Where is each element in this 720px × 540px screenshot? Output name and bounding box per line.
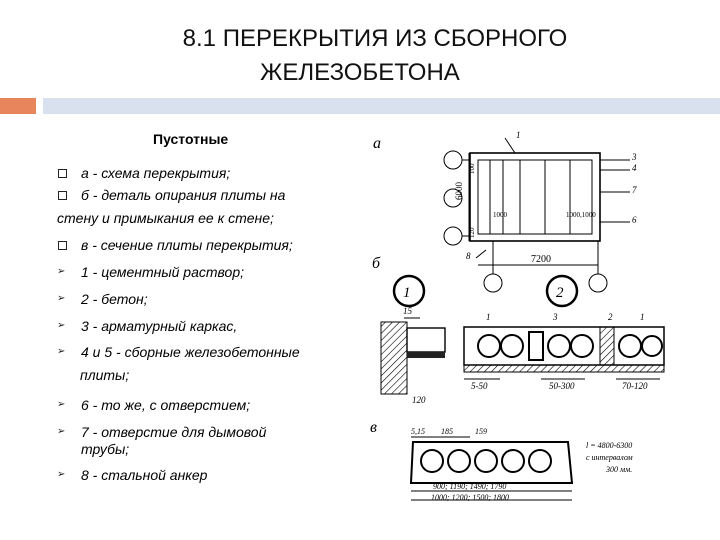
list-item-text: 7 - отверстие для дымовой: [81, 424, 267, 440]
list-item-text: 4 и 5 - сборные железобетонные: [81, 344, 300, 360]
plan-dim-side-bottom: 120: [468, 227, 476, 238]
list-item-continuation: плиты;: [80, 367, 130, 383]
figure-label-v: в: [370, 419, 377, 436]
square-bullet-icon: [57, 166, 69, 180]
detail-circle-2: 2: [545, 274, 579, 308]
svg-text:2: 2: [556, 285, 564, 301]
detail-num-1a: 1: [486, 312, 491, 322]
list-item-continuation: стену и примыкания ее к стене;: [57, 210, 274, 226]
list-item-text: 2 - бетон;: [81, 291, 148, 307]
plan-callout-4: 4: [632, 163, 637, 173]
arrow-bullet-icon: [57, 265, 69, 279]
slide-subtitle: Пустотные: [153, 131, 229, 147]
plan-dim-width: 7200: [531, 254, 551, 265]
detail-dim-50-300: 50-300: [549, 381, 575, 391]
figure-label-a: а: [373, 135, 381, 152]
accent-bar-orange: [0, 98, 36, 114]
arrow-bullet-icon: [57, 292, 69, 306]
list-item-text: 3 - арматурный каркас,: [81, 318, 238, 334]
square-bullet-icon: [57, 188, 69, 202]
section-note-line3: 300 мм.: [605, 465, 632, 474]
list-item-text: б - деталь опирания плиты на: [81, 187, 286, 203]
section-dim-159: 159: [475, 427, 487, 436]
plan-dim-height: 6000: [454, 182, 464, 201]
square-bullet-icon: [57, 238, 69, 252]
section-dim-5-15: 5,15: [411, 427, 425, 436]
section-note-line1: l = 4800-6300: [586, 441, 632, 450]
section-width-top: 900; 1190; 1490; 1790: [433, 482, 506, 491]
arrow-bullet-icon: [57, 425, 69, 439]
detail-num-2: 2: [608, 312, 613, 322]
list-item-continuation: трубы;: [81, 441, 130, 457]
plan-dim-right-small: 1000,1000: [566, 211, 596, 219]
list-item-text: в - сечение плиты перекрытия;: [81, 237, 293, 253]
plan-callout-8: 8: [466, 251, 471, 261]
arrow-bullet-icon: [57, 468, 69, 482]
plan-scheme: [443, 137, 630, 293]
svg-text:1: 1: [403, 285, 411, 301]
list-item-text: 1 - цементный раствор;: [81, 264, 244, 280]
arrow-bullet-icon: [57, 319, 69, 333]
list-item-text: 6 - то же, с отверстием;: [81, 397, 251, 413]
list-item-text: 8 - стальной анкер: [81, 467, 208, 483]
plan-callout-1: 1: [516, 130, 521, 140]
detail-slab-joints: [463, 326, 665, 380]
list-item-text: а - схема перекрытия;: [81, 165, 231, 181]
detail-num-3: 3: [552, 312, 558, 322]
section-note-line2: с интервалом: [586, 453, 633, 462]
detail-dim-70-120: 70-120: [622, 381, 648, 391]
arrow-bullet-icon: [57, 398, 69, 412]
detail-circle-1: 1: [392, 274, 426, 308]
plan-callout-3: 3: [631, 152, 637, 162]
slab-section: [409, 436, 574, 501]
slide-title-line1: 8.1 ПЕРЕКРЫТИЯ ИЗ СБОРНОГО: [182, 25, 568, 52]
plan-dim-side-top: 100: [468, 163, 476, 174]
arrow-bullet-icon: [57, 345, 69, 359]
detail-dim-5-50: 5-50: [471, 381, 488, 391]
plan-callout-7: 7: [632, 185, 637, 195]
section-dim-185: 185: [441, 427, 453, 436]
detail-dim-15: 15: [403, 306, 413, 316]
slide-title-line2: ЖЕЛЕЗОБЕТОНА: [260, 59, 460, 86]
figure-label-b: б: [372, 255, 381, 272]
detail-dim-120: 120: [412, 395, 426, 405]
accent-bar-blue: [43, 98, 720, 114]
slide-title: 8.1 ПЕРЕКРЫТИЯ ИЗ СБОРНОГО ЖЕЛЕЗОБЕТОНА: [0, 22, 720, 90]
plan-callout-6: 6: [632, 215, 637, 225]
plan-dim-left-small: 1000: [493, 211, 508, 219]
detail-wall-support: [380, 317, 446, 395]
section-width-bottom: 1000; 1200; 1500; 1800: [431, 493, 509, 502]
detail-num-1b: 1: [640, 312, 645, 322]
